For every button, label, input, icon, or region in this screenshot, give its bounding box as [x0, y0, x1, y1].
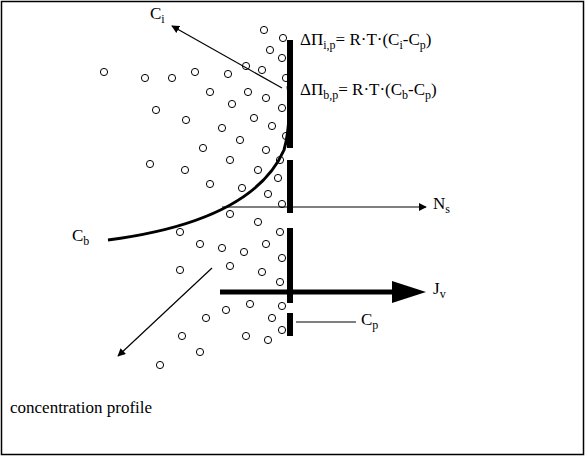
- subscript: b: [402, 88, 408, 102]
- solute-particle: [260, 26, 267, 33]
- label-text: -C: [403, 30, 420, 49]
- solute-particle: [254, 166, 261, 173]
- subscript: p: [425, 88, 431, 102]
- solute-particle: [244, 88, 251, 95]
- solute-particle: [226, 262, 233, 269]
- solute-particle: [146, 160, 153, 167]
- concentration-curve: [108, 86, 289, 240]
- solute-particle: [100, 68, 107, 75]
- solute-particle: [262, 94, 269, 101]
- solute-particle: [276, 228, 283, 235]
- leader-arrow: [118, 268, 212, 356]
- solute-particle: [218, 124, 225, 131]
- solute-particle: [250, 114, 257, 121]
- solute-particle: [279, 34, 286, 41]
- label-text: = R·T·(C: [338, 80, 402, 99]
- leader-line: [296, 321, 356, 322]
- solute-particle: [278, 326, 285, 333]
- solute-particle: [228, 100, 235, 107]
- label-group: ΔΠb,p= R·T·(Cb-Cp): [300, 80, 437, 105]
- solute-particle: [264, 336, 271, 343]
- leader-arrow: [172, 26, 282, 88]
- subscript: b,p: [323, 88, 338, 102]
- subscript: s: [445, 202, 450, 216]
- label-text: C: [361, 310, 372, 329]
- solute-particle: [276, 278, 283, 285]
- label-group: Cp: [361, 310, 378, 335]
- solute-particle: [258, 66, 265, 73]
- solute-particle: [196, 240, 203, 247]
- label-text: ΔΠ: [300, 80, 323, 99]
- solute-particle: [258, 268, 265, 275]
- volume-flux-arrow: [220, 290, 395, 295]
- label-text: C: [150, 4, 161, 23]
- solute-particle: [264, 190, 271, 197]
- label-text: ): [431, 80, 437, 99]
- solute-particle: [274, 174, 281, 181]
- solute-particles: [100, 26, 289, 368]
- subscript: v: [440, 287, 446, 301]
- label-text: ΔΠ: [300, 30, 323, 49]
- solute-particle: [262, 146, 269, 153]
- solute-particle: [240, 248, 247, 255]
- solute-particle: [176, 228, 183, 235]
- solute-particle: [176, 266, 183, 273]
- solute-particle: [156, 361, 163, 368]
- solute-particle: [206, 180, 213, 187]
- volume-flux-head: [392, 281, 426, 303]
- solute-particle: [262, 240, 269, 247]
- solute-particle: [266, 46, 273, 53]
- subscript: p: [420, 38, 426, 52]
- solute-particle: [178, 332, 185, 339]
- label-text: concentration profile: [10, 398, 152, 417]
- solute-particle: [206, 88, 213, 95]
- label-text: -C: [408, 80, 425, 99]
- label-group: Cb: [72, 226, 89, 251]
- subscript: p: [372, 318, 378, 332]
- solute-particle: [242, 332, 249, 339]
- subscript: i: [399, 38, 402, 52]
- solute-particle: [268, 122, 275, 129]
- solute-particle: [226, 210, 233, 217]
- solute-particle: [141, 74, 148, 81]
- solute-particle: [191, 68, 198, 75]
- solute-particle: [278, 302, 285, 309]
- label-group: concentration profile: [10, 398, 160, 418]
- solute-flux-arrow: [222, 206, 426, 207]
- solute-particle: [226, 156, 233, 163]
- solute-particle: [238, 184, 245, 191]
- label-group: Ns: [433, 194, 450, 219]
- subscript: i,p: [323, 38, 335, 52]
- solute-particle: [278, 254, 285, 261]
- solute-particle: [182, 116, 189, 123]
- solute-particle: [199, 144, 206, 151]
- solute-particle: [236, 136, 243, 143]
- solute-particle: [152, 106, 159, 113]
- solute-particle: [222, 306, 229, 313]
- solute-particle: [278, 104, 285, 111]
- solute-particle: [254, 218, 261, 225]
- subscript: b: [83, 234, 89, 248]
- label-text: = R·T·(C: [336, 30, 400, 49]
- solute-particle: [181, 166, 188, 173]
- label-group: Jv: [433, 279, 446, 304]
- label-text: ): [426, 30, 432, 49]
- solute-particle: [218, 244, 225, 251]
- solute-particle: [278, 54, 285, 61]
- solute-particle: [246, 300, 253, 307]
- subscript: i: [161, 12, 164, 26]
- solute-particle: [196, 348, 203, 355]
- label-text: C: [72, 226, 83, 245]
- label-text: N: [433, 194, 445, 213]
- label-group: Ci: [150, 4, 165, 29]
- solute-particle: [268, 314, 275, 321]
- label-text: J: [433, 279, 440, 298]
- label-group: ΔΠi,p= R·T·(Ci-Cp): [300, 30, 431, 55]
- solute-particle: [202, 314, 209, 321]
- solute-particle: [224, 70, 231, 77]
- solute-particle: [168, 74, 175, 81]
